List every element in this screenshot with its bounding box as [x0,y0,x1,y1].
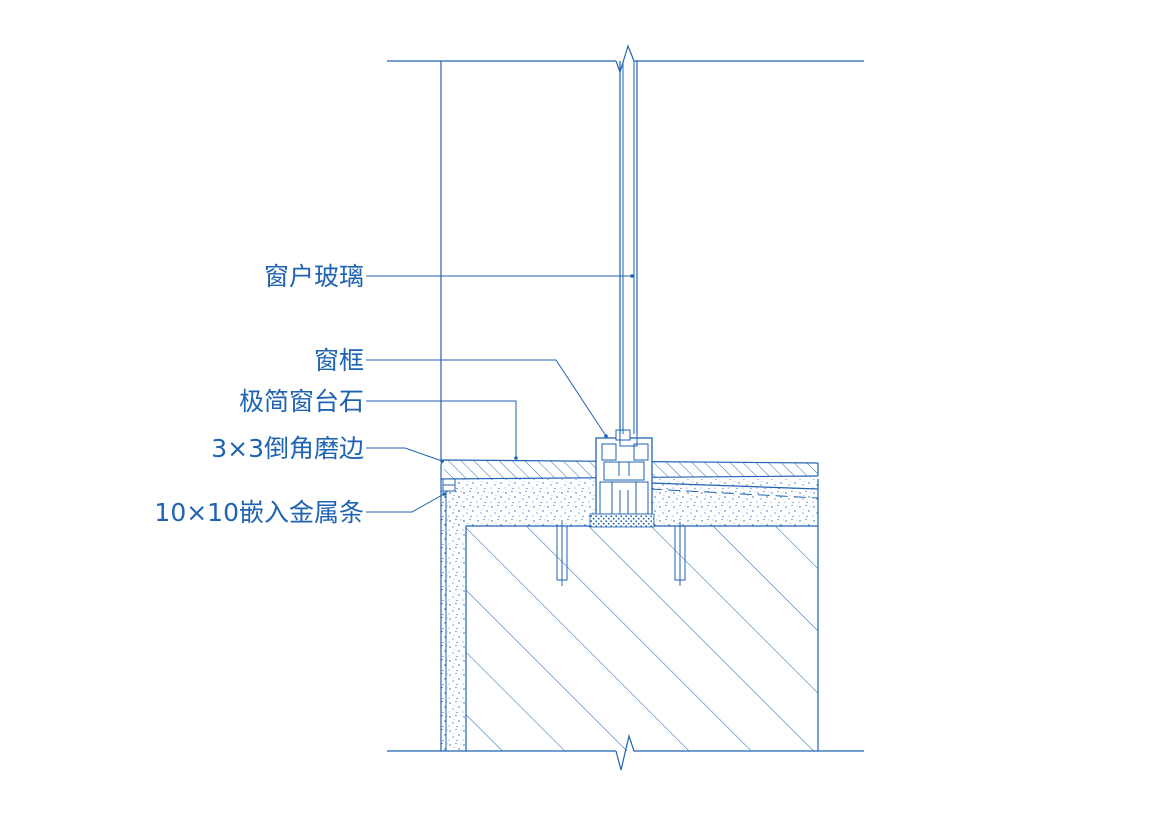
label-window-frame: 窗框 [314,346,364,375]
plaster-layer [440,479,819,751]
top-break-line [387,44,864,74]
embedded-metal-strip [442,478,456,492]
anchor-bolts [553,490,689,586]
sealant-bed [589,513,655,528]
structural-wall-hatch [466,526,818,751]
label-metal-strip: 10×10嵌入金属条 [154,498,364,527]
label-sill-stone: 极简窗台石 [239,387,364,416]
leader-lines [366,274,634,513]
exterior-sill-layers [649,482,819,499]
label-window-glass: 窗户玻璃 [264,262,364,291]
window-frame-profile [595,429,653,518]
window-glass [619,61,638,447]
label-chamfer-edge: 3×3倒角磨边 [211,434,364,463]
